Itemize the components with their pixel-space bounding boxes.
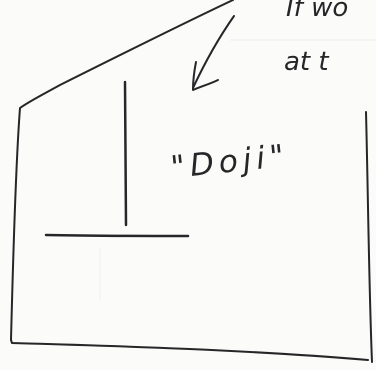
sketch-frame-right-edge <box>365 111 373 363</box>
doji-vertical-stroke <box>123 80 128 227</box>
arrow-shaft <box>192 15 235 89</box>
note-top-text: If wo <box>286 0 348 23</box>
doji-horizontal-stroke <box>44 233 190 238</box>
note-second-text: at t <box>284 47 329 77</box>
arrow-head <box>192 61 219 91</box>
sketch-frame-outline <box>10 0 369 361</box>
doji-label: "Doji" <box>169 138 291 186</box>
